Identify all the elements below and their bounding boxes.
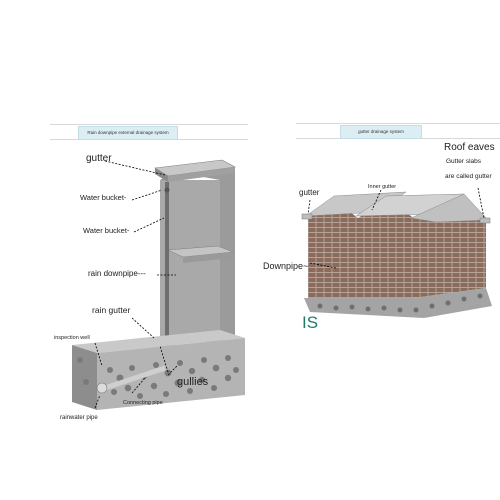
roof-slab-front [155, 168, 168, 182]
label-roof-eaves: Roof eaves [444, 142, 495, 153]
label-downpipe: Downpipe~ [263, 261, 309, 271]
plinth-front [72, 345, 97, 410]
roof-slab-side [168, 167, 235, 182]
right-diagram-panel: gutter drainage system [263, 118, 500, 328]
watermark-text: IS [302, 313, 319, 332]
label-water-bucket-1: Water bucket- [80, 193, 127, 202]
right-leader-lines [307, 187, 485, 269]
right-banner: gutter drainage system [340, 125, 422, 139]
roof-1 [305, 191, 407, 217]
label-connecting-pipe: Connecting pipe [123, 400, 163, 406]
gravel-stones [317, 293, 483, 313]
gutter-left [301, 213, 313, 220]
water-bucket-top [164, 187, 170, 193]
plinth-top [72, 330, 245, 353]
leader-lines [94, 160, 178, 409]
label-gutter: gutter [86, 153, 112, 164]
downpipe [165, 182, 169, 347]
label-are-called-gutter: are called gutter [445, 173, 492, 180]
left-diagram-drawing [72, 159, 245, 410]
label-water-bucket-2: Water bucket- [83, 226, 130, 235]
base-gravel [304, 288, 492, 318]
inspection-well [96, 382, 108, 394]
left-diagram-panel: Rain downpipe external drainage system [50, 120, 248, 450]
right-diagram-drawing [301, 187, 492, 318]
left-banner: Rain downpipe external drainage system [78, 126, 178, 140]
floor-slab-side [183, 252, 233, 263]
gravel [77, 355, 239, 399]
label-inner-gutter: Inner gutter [368, 184, 397, 190]
label-gutter-slabs: Gutter slabs [446, 158, 482, 165]
label-inspection-well: inspection well [54, 335, 90, 341]
label-rain-downpipe: rain downpipe--- [88, 269, 146, 278]
label-rain-gutter: rain gutter [92, 305, 131, 315]
label-gutter-right: gutter [299, 188, 320, 197]
label-rainwater-pipe: rainwater pipe [60, 415, 98, 421]
front-wall [308, 200, 414, 298]
label-gullies: gullies [177, 376, 209, 388]
wall-right-face [175, 172, 235, 342]
connecting-pipe [104, 365, 166, 391]
gutter-right [479, 217, 491, 224]
side-wall [414, 218, 486, 298]
